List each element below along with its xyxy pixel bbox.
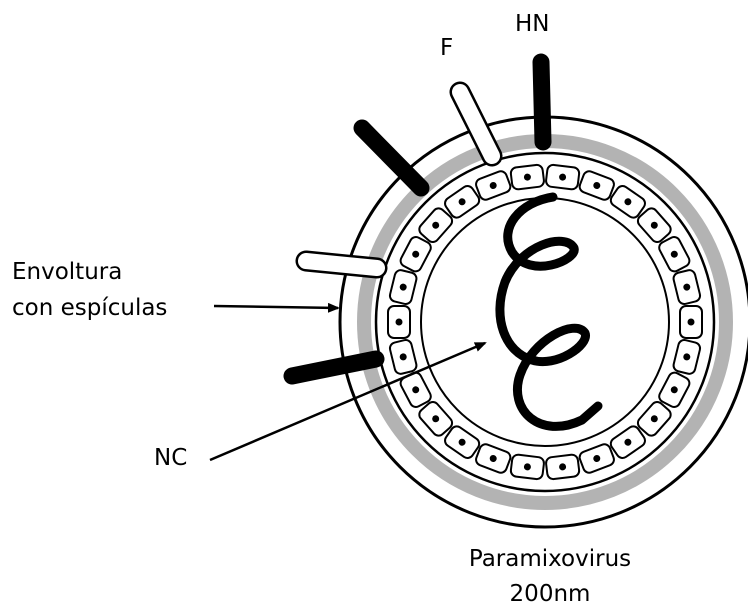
hn-label: HN bbox=[515, 10, 550, 38]
nucleocapsid-subunit bbox=[388, 306, 410, 338]
f-label: F bbox=[440, 34, 453, 62]
hn-spike-top bbox=[541, 62, 543, 142]
subunit-dot bbox=[396, 319, 403, 326]
nucleocapsid-subunit bbox=[545, 454, 579, 480]
nc-label: NC bbox=[154, 444, 187, 472]
virus-size: 200nm bbox=[380, 580, 720, 608]
subunit-dot bbox=[688, 319, 695, 326]
envelope-label-line1: Envoltura bbox=[12, 258, 122, 286]
envelope-label-line2: con espículas bbox=[12, 294, 167, 322]
envelope-arrow bbox=[214, 306, 338, 308]
virus-name: Paramixovirus bbox=[380, 545, 720, 573]
nucleocapsid-subunit bbox=[680, 306, 702, 338]
f-spike-fill-left bbox=[306, 261, 377, 268]
nucleocapsid-subunit bbox=[545, 164, 579, 190]
nucleocapsid-subunit bbox=[510, 454, 544, 480]
nucleocapsid-subunit bbox=[510, 164, 544, 190]
inner-membrane bbox=[376, 153, 714, 491]
hn-spike-upper-left bbox=[362, 128, 421, 188]
